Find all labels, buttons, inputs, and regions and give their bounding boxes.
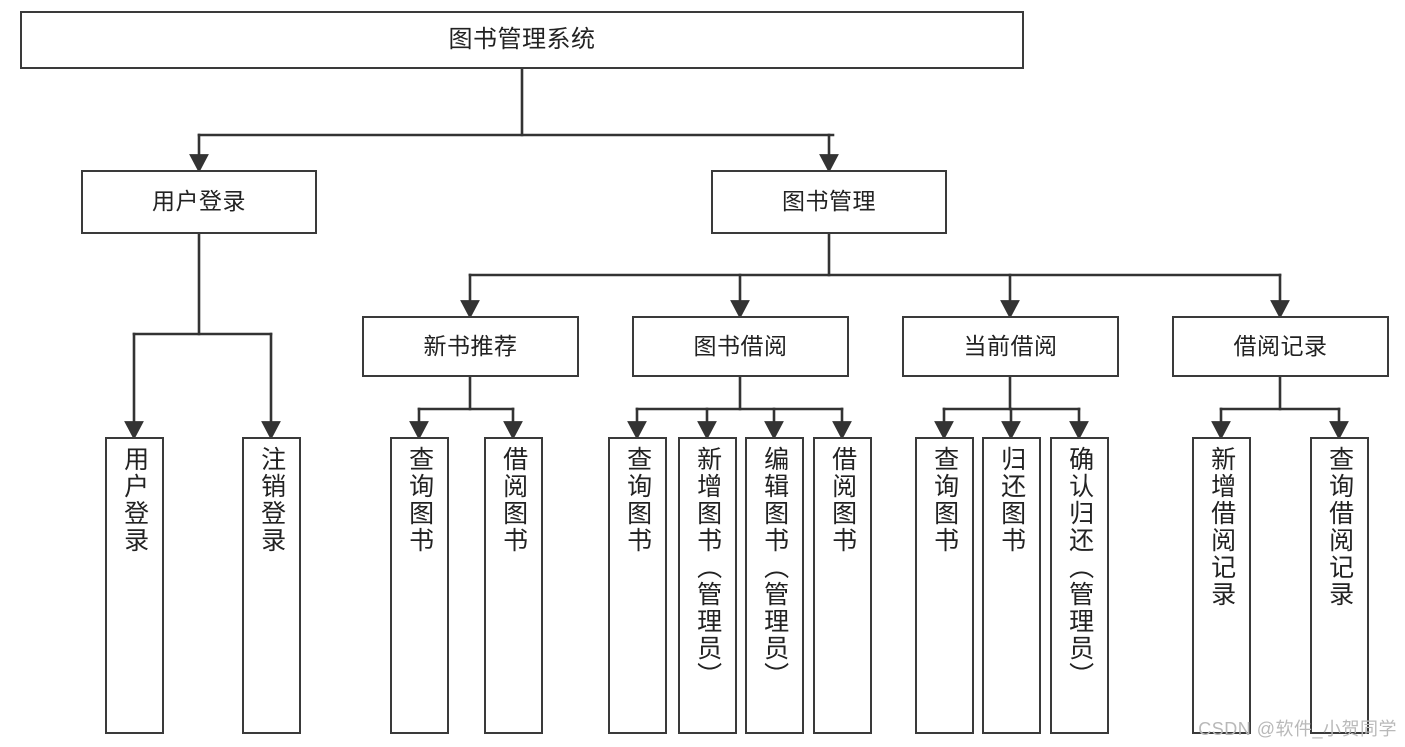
node-label: 编辑图书（管理员）	[760, 446, 789, 689]
node-label: 借阅图书	[828, 446, 857, 554]
node-book-borrow[interactable]: 图书借阅	[632, 316, 849, 377]
node-leaf-add-record[interactable]: 新增借阅记录	[1192, 437, 1251, 734]
node-label: 用户登录	[120, 446, 149, 554]
node-leaf-edit-book[interactable]: 编辑图书（管理员）	[745, 437, 804, 734]
node-root-system[interactable]: 图书管理系统	[20, 11, 1024, 69]
node-leaf-add-book[interactable]: 新增图书（管理员）	[678, 437, 737, 734]
node-leaf-query-book-3[interactable]: 查询图书	[915, 437, 974, 734]
node-label: 确认归还（管理员）	[1065, 446, 1094, 689]
edges-book-borrow-to-leaves	[627, 375, 852, 440]
node-label: 新增借阅记录	[1207, 446, 1236, 608]
node-leaf-logout[interactable]: 注销登录	[242, 437, 301, 734]
node-label: 注销登录	[257, 446, 286, 554]
node-label: 归还图书	[997, 446, 1026, 554]
edges-borrow-record-to-leaves	[1211, 375, 1349, 440]
node-leaf-borrow-book-1[interactable]: 借阅图书	[484, 437, 543, 734]
node-borrow-record[interactable]: 借阅记录	[1172, 316, 1389, 377]
edges-root-to-level2	[189, 67, 839, 173]
node-label: 图书管理	[782, 188, 876, 215]
node-label: 当前借阅	[963, 332, 1058, 359]
node-label: 查询借阅记录	[1325, 446, 1354, 608]
node-label: 查询图书	[623, 446, 652, 554]
node-new-book-recommend[interactable]: 新书推荐	[362, 316, 579, 377]
node-label: 新增图书（管理员）	[693, 446, 722, 689]
node-label: 新书推荐	[423, 332, 518, 359]
node-label: 图书管理系统	[448, 25, 596, 53]
node-label: 借阅图书	[499, 446, 528, 554]
node-label: 借阅记录	[1233, 332, 1328, 359]
node-leaf-user-login[interactable]: 用户登录	[105, 437, 164, 734]
csdn-watermark: CSDN @软件_小贺同学	[1198, 719, 1397, 739]
node-leaf-borrow-book-2[interactable]: 借阅图书	[813, 437, 872, 734]
node-leaf-confirm-return[interactable]: 确认归还（管理员）	[1050, 437, 1109, 734]
edges-user-login-to-leaves	[124, 232, 281, 440]
node-leaf-query-record[interactable]: 查询借阅记录	[1310, 437, 1369, 734]
node-label: 用户登录	[152, 188, 246, 215]
node-leaf-return-book[interactable]: 归还图书	[982, 437, 1041, 734]
edges-current-borrow-to-leaves	[934, 375, 1089, 440]
node-label: 查询图书	[405, 446, 434, 554]
edges-book-manage-to-level3	[460, 232, 1290, 319]
node-user-login[interactable]: 用户登录	[81, 170, 317, 234]
node-current-borrow[interactable]: 当前借阅	[902, 316, 1119, 377]
node-book-manage[interactable]: 图书管理	[711, 170, 947, 234]
node-label: 图书借阅	[693, 332, 788, 359]
node-leaf-query-book-1[interactable]: 查询图书	[390, 437, 449, 734]
node-leaf-query-book-2[interactable]: 查询图书	[608, 437, 667, 734]
node-label: 查询图书	[930, 446, 959, 554]
edges-new-book-recommend-to-leaves	[409, 375, 523, 440]
